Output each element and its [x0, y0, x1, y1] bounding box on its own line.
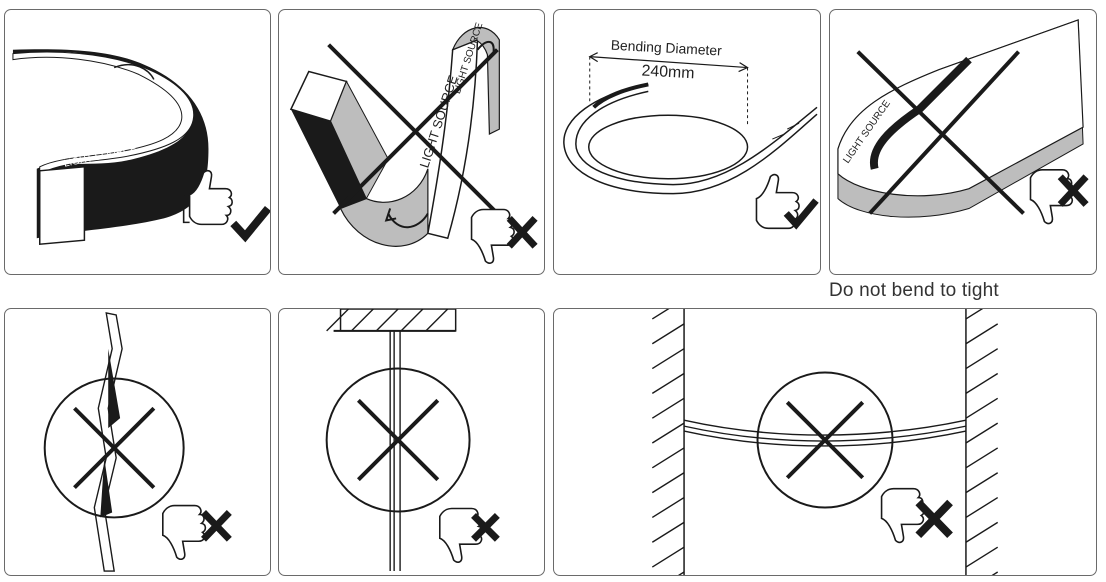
cross-icon: [915, 499, 953, 539]
cross-icon: [73, 406, 156, 490]
cross-icon: [506, 216, 538, 249]
strip-twist-illustration: LIGHT SOURCE LIGHT SOURCE: [289, 21, 538, 264]
caption-do-not-bend: Do not bend to tight: [829, 280, 999, 301]
thumbs-down-icon: [162, 504, 207, 560]
spanning-strip-illustration: [651, 309, 999, 575]
thumbs-up-icon: [182, 169, 233, 226]
strip-diameter-illustration: Bending Diameter 240mm: [563, 37, 819, 230]
cross-icon: [200, 510, 232, 542]
panel-no-hanging: [278, 308, 545, 576]
panel-correct-side-bend: LIGHT SOURCE LIGHT SOURCE: [4, 9, 271, 275]
panel-wrong-tight-bend: LIGHT SOURCE: [829, 9, 1097, 275]
check-icon: [230, 205, 270, 243]
thumbs-down-icon: [470, 208, 515, 264]
hanging-strip-illustration: [325, 309, 500, 572]
strip-tight-bend-illustration: LIGHT SOURCE: [837, 19, 1089, 225]
twisted-strip-illustration: [43, 312, 232, 572]
dimension-value: 240mm: [641, 63, 695, 83]
thumbs-down-icon: [880, 487, 925, 544]
cross-icon: [785, 400, 865, 480]
cross-icon: [471, 512, 500, 542]
panel-no-twisting: [4, 308, 271, 576]
panel-no-spanning: [553, 308, 1097, 576]
check-icon: [783, 198, 819, 230]
cross-icon: [356, 398, 440, 482]
strip-s-curve-illustration: LIGHT SOURCE LIGHT SOURCE: [12, 49, 270, 246]
panel-bending-diameter: Bending Diameter 240mm: [553, 9, 821, 275]
strip-label-top: LIGHT SOURCE: [62, 71, 122, 92]
cross-icon: [1057, 174, 1089, 207]
cross-icon: [856, 50, 1025, 215]
panel-wrong-twist-bend: LIGHT SOURCE LIGHT SOURCE: [278, 9, 545, 275]
dimension-label: Bending Diameter: [610, 37, 722, 59]
cross-icon: [327, 43, 499, 215]
